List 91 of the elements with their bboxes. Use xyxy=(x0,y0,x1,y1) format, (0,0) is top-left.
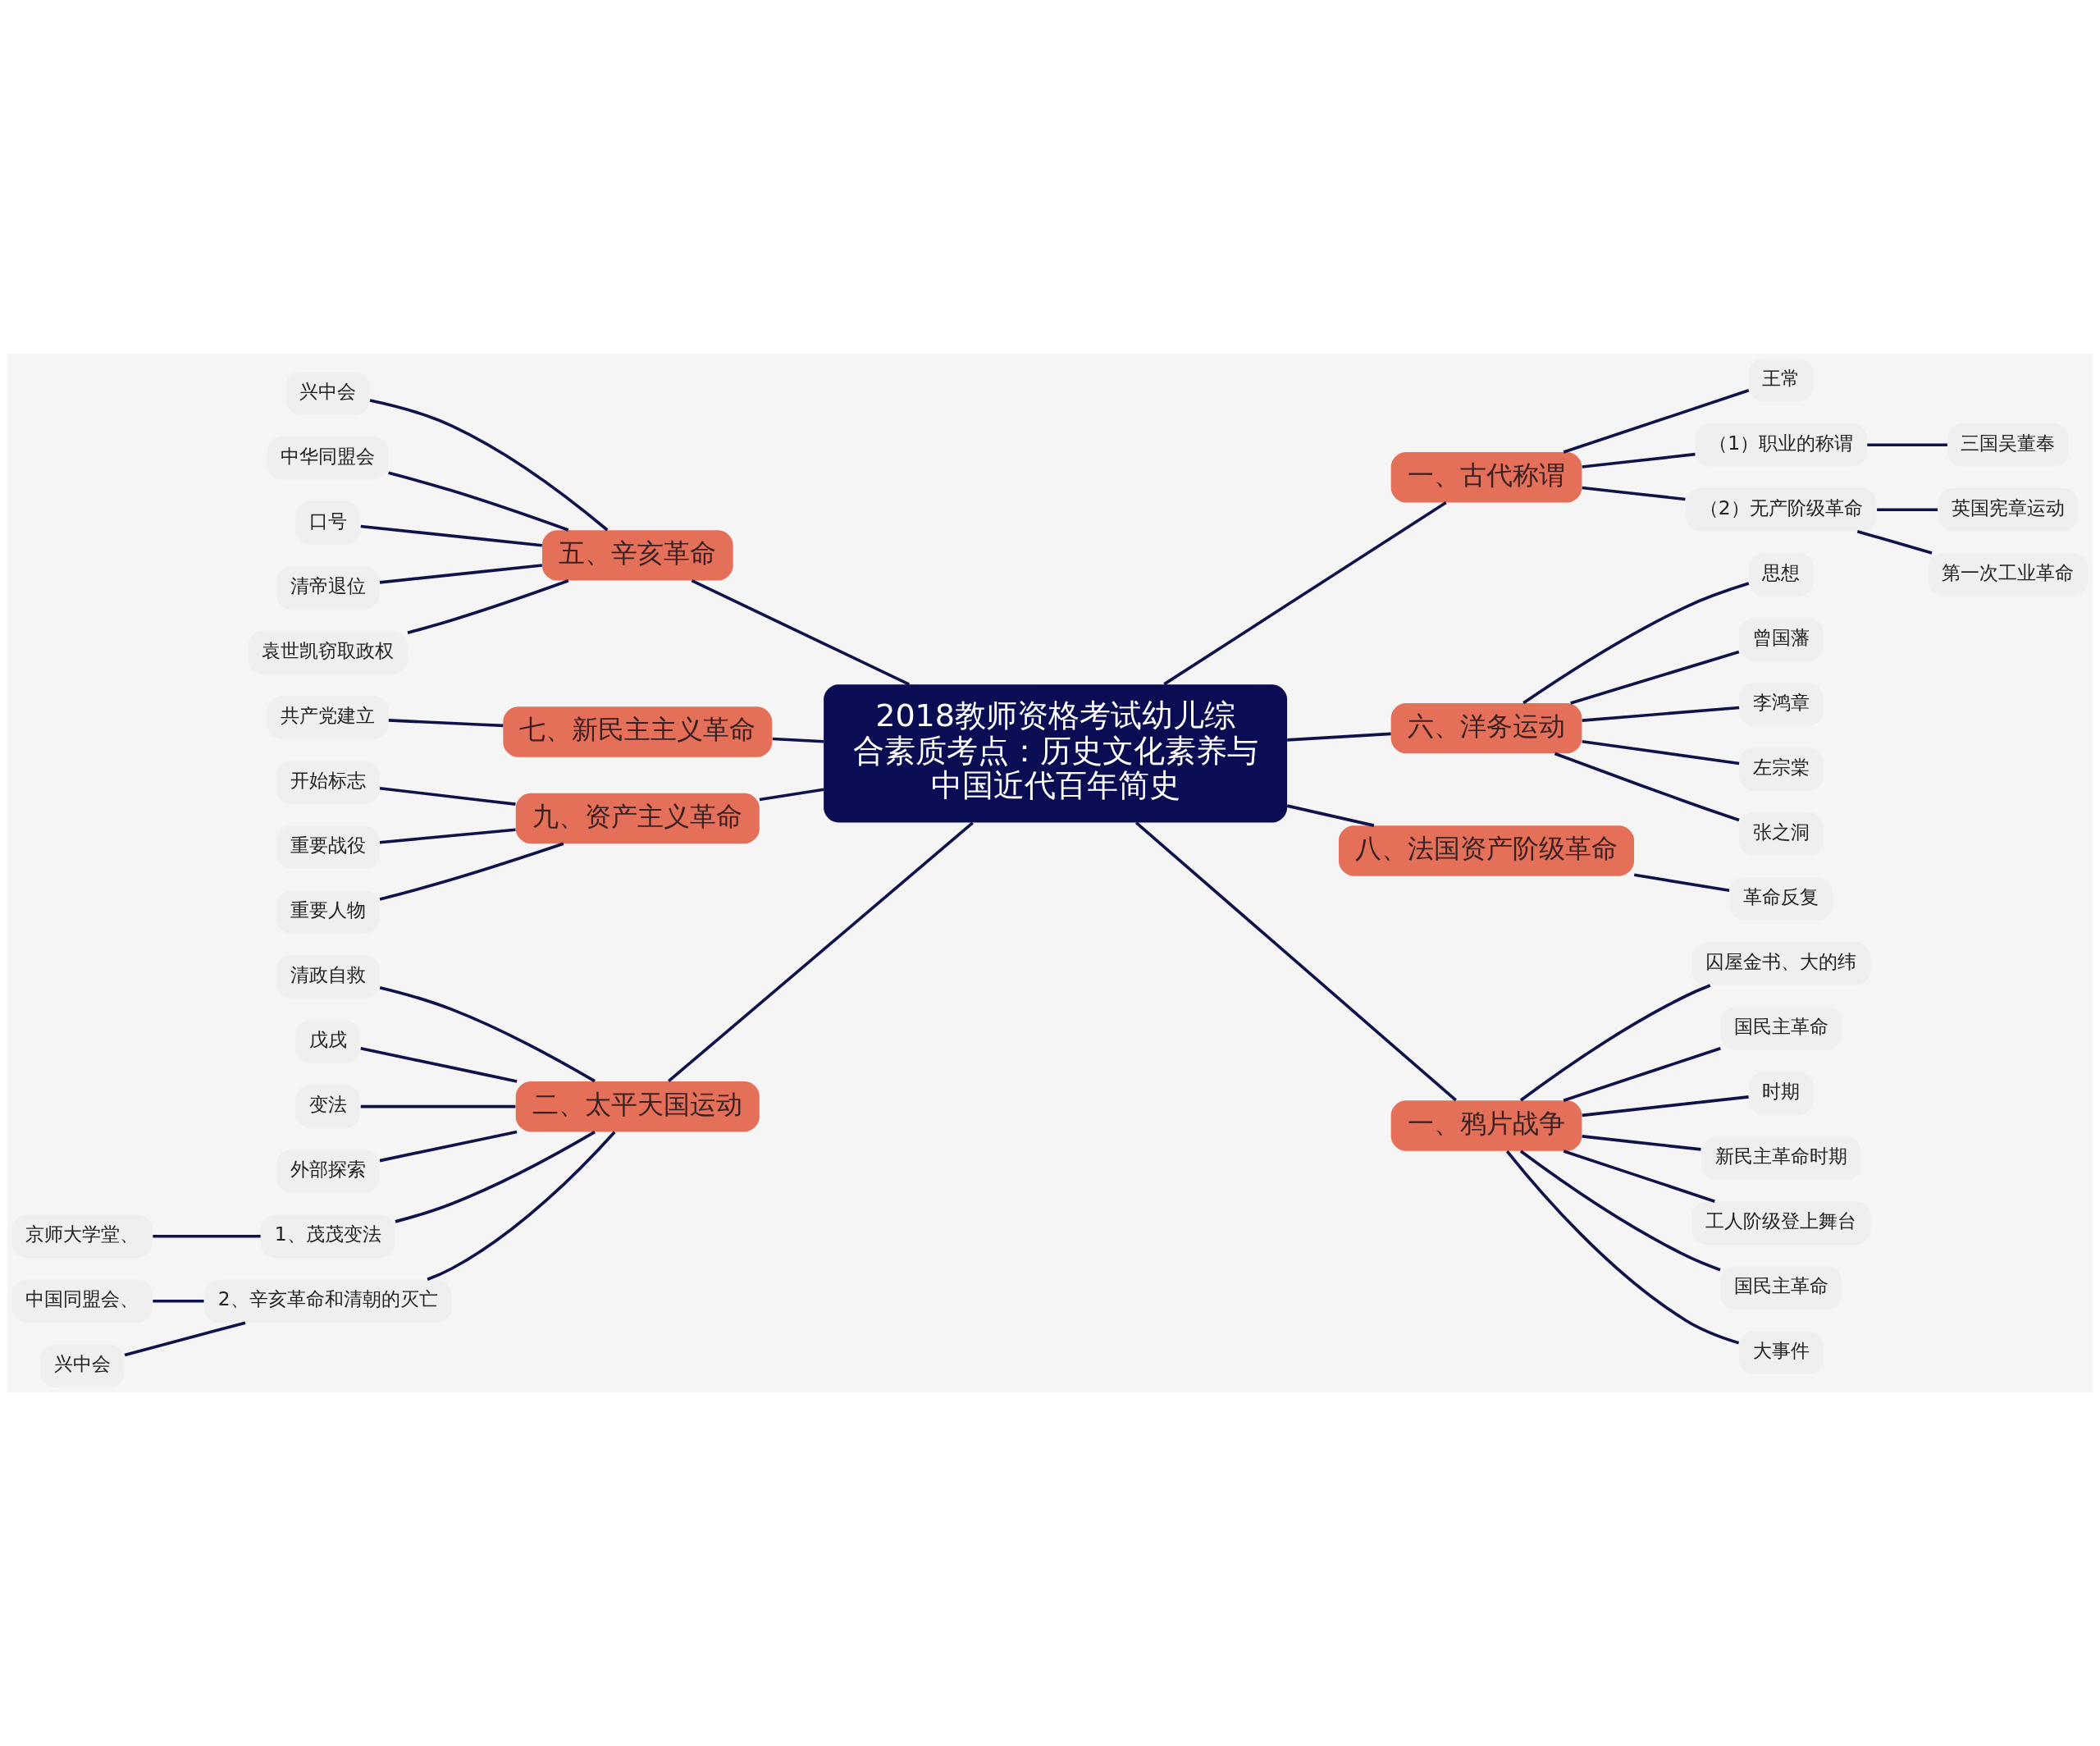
node-box: 清政自救 xyxy=(276,955,380,999)
connector xyxy=(1522,582,1750,705)
node-box: 一、古代称谓 xyxy=(1390,452,1582,503)
node-box: 工人阶级登上舞台 xyxy=(1691,1201,1871,1245)
connector xyxy=(395,1131,596,1223)
connector xyxy=(369,399,609,532)
connector xyxy=(1633,873,1730,893)
node-box: 三国吴董奉 xyxy=(1947,423,2069,467)
connector xyxy=(667,821,974,1083)
connector xyxy=(759,788,824,802)
node-box: 中华同盟会 xyxy=(267,436,389,480)
connector xyxy=(1582,1095,1749,1118)
connector xyxy=(1286,804,1375,827)
node-box: 兴中会 xyxy=(285,371,370,415)
connector xyxy=(1582,706,1740,722)
connector xyxy=(772,737,824,743)
node-box: 清帝退位 xyxy=(276,566,380,610)
node-box: 外部探索 xyxy=(276,1150,380,1194)
node-box: 八、法国资产阶级革命 xyxy=(1339,825,1635,876)
connector xyxy=(379,564,542,584)
node-box: 五、辛亥革命 xyxy=(541,530,733,581)
connector xyxy=(379,786,516,806)
node-box: 2、辛亥革命和清朝的灭亡 xyxy=(203,1279,452,1323)
node-box: 六、洋务运动 xyxy=(1390,702,1582,754)
node-box: 李鸿章 xyxy=(1739,683,1824,726)
node-box: 戊戌 xyxy=(295,1020,361,1063)
connector xyxy=(1877,508,1938,512)
node-box: 曾国藩 xyxy=(1739,618,1824,661)
connector xyxy=(1563,1046,1721,1102)
node-box: 1、茂茂变法 xyxy=(260,1214,395,1259)
connector xyxy=(1554,752,1740,822)
node-box: 中国同盟会、 xyxy=(11,1279,153,1323)
node-box: 重要人物 xyxy=(276,890,380,934)
node-box: 革命反复 xyxy=(1729,877,1833,921)
node-box: 二、太平天国运动 xyxy=(515,1081,760,1132)
node-box: 袁世凯窃取政权 xyxy=(248,631,408,674)
connector xyxy=(1582,486,1686,501)
connector xyxy=(407,579,569,634)
node-box: 七、新民主主义革命 xyxy=(503,706,773,757)
node-box: 张之洞 xyxy=(1739,812,1824,856)
connector xyxy=(360,1104,516,1108)
node-box: 囚屋金书、大的纬 xyxy=(1691,942,1871,985)
connector xyxy=(153,1299,204,1303)
connector xyxy=(379,828,516,844)
node-box: 九、资产主义革命 xyxy=(515,793,760,844)
connector xyxy=(388,471,569,532)
connector xyxy=(379,1130,518,1163)
connector xyxy=(1519,984,1711,1102)
connector xyxy=(1287,732,1391,742)
node-box: 时期 xyxy=(1748,1072,1814,1115)
connector xyxy=(360,524,542,547)
node-box: （1）职业的称谓 xyxy=(1695,423,1867,467)
node-box: 国民主革命 xyxy=(1720,1007,1842,1050)
node-box: 兴中会 xyxy=(40,1344,125,1388)
node-box: 第一次工业革命 xyxy=(1928,552,2089,596)
node-box: 思想 xyxy=(1748,552,1814,596)
node-box: 左宗棠 xyxy=(1739,747,1824,791)
connector xyxy=(1582,739,1740,766)
connector xyxy=(1134,821,1457,1102)
connector xyxy=(691,579,911,686)
connector xyxy=(1856,529,1933,555)
connector xyxy=(1519,1150,1721,1272)
node-box: 2018教师资格考试幼儿综合素质考点：历史文化素养与中国近代百年简史 xyxy=(824,684,1288,823)
node-box: 口号 xyxy=(295,501,361,545)
node-box: 共产党建立 xyxy=(267,696,389,739)
node-box: 一、鸦片战争 xyxy=(1390,1100,1582,1151)
connector xyxy=(1570,650,1740,705)
connector xyxy=(360,1047,518,1083)
node-box: （2）无产阶级革命 xyxy=(1685,487,1877,532)
connector xyxy=(1582,1135,1701,1151)
connector xyxy=(153,1234,261,1238)
node-box: 英国宪章运动 xyxy=(1938,487,2079,532)
connector xyxy=(388,719,504,728)
node-box: 重要战役 xyxy=(276,825,380,869)
node-box: 新民主革命时期 xyxy=(1701,1136,1861,1180)
connector xyxy=(1563,1150,1715,1203)
connector xyxy=(379,985,596,1083)
connector xyxy=(1582,452,1696,468)
connector xyxy=(1867,443,1947,447)
connector xyxy=(379,842,564,901)
connector xyxy=(1163,501,1447,686)
connector xyxy=(427,1131,616,1282)
connector xyxy=(124,1321,246,1357)
connector xyxy=(1505,1150,1740,1345)
connector xyxy=(1563,389,1750,454)
node-box: 变法 xyxy=(295,1085,361,1128)
node-box: 京师大学堂、 xyxy=(11,1214,153,1259)
node-box: 国民主革命 xyxy=(1720,1266,1842,1310)
node-box: 王常 xyxy=(1748,358,1814,402)
node-box: 开始标志 xyxy=(276,761,380,804)
node-box: 大事件 xyxy=(1739,1331,1824,1375)
